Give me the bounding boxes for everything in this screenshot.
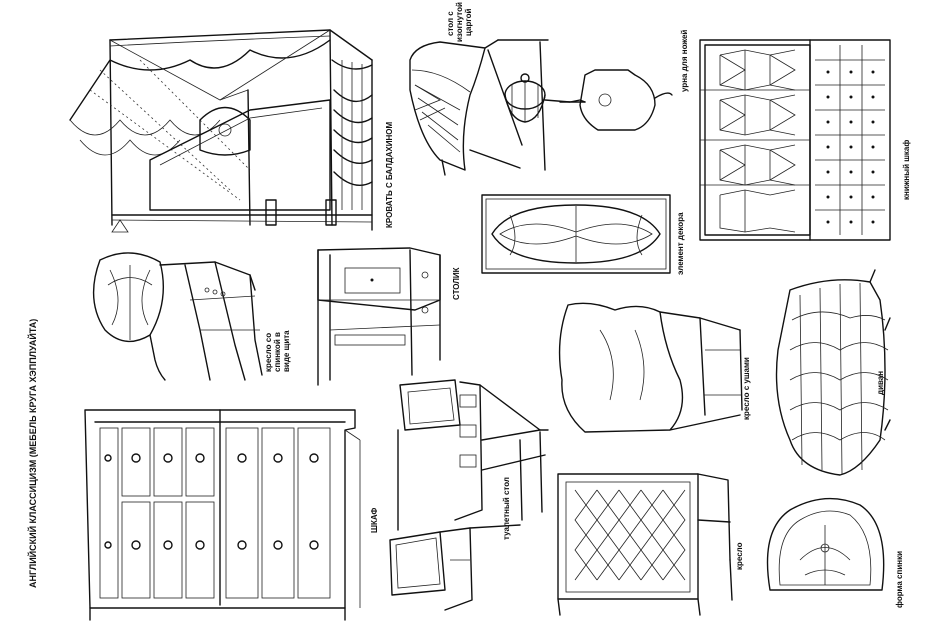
dressing-table-label: туалетный стол — [502, 477, 511, 540]
knife-urn-label: урна для ножей — [680, 29, 689, 92]
decor-element-label: элемент декора — [676, 212, 685, 275]
armchair-label: кресло — [735, 542, 744, 570]
bookcase-drawers — [815, 45, 885, 235]
cabinet-label: ШКАФ — [370, 507, 379, 533]
cabinet-drawers — [99, 427, 331, 599]
small-table-drawing — [317, 247, 441, 386]
back-form-drawing — [766, 497, 885, 591]
bookcase-label: книжный шкаф — [902, 139, 911, 200]
sheet-title: АНГЛИЙСКИЙ КЛАССИЦИЗМ (МЕБЕЛЬ КРУГА ХЭПП… — [28, 318, 38, 588]
decor-element-drawing — [481, 194, 671, 274]
canopy-bed-label: КРОВАТЬ С БАЛДАХИНОМ — [385, 121, 394, 228]
dressing-table-drawing — [389, 379, 549, 611]
armchair-drawing — [557, 473, 733, 616]
shield-chair-label-2: спинкой в — [273, 332, 282, 372]
bookcase-glazing — [719, 49, 796, 233]
curved-table-label-1: стол с — [446, 11, 455, 36]
curved-table-label-2: изогнутой — [455, 2, 464, 42]
sofa-drawing — [775, 269, 891, 476]
small-table-label: СТОЛИК — [452, 267, 461, 300]
back-form-label: форма спинки — [895, 551, 904, 608]
cabinet-knobs — [104, 453, 319, 550]
curved-table-label-3: царгой — [464, 8, 473, 36]
wing-chair-label: кресло с ушами — [742, 357, 751, 420]
curved-apron-table-drawing — [409, 39, 549, 176]
sofa-label: диван — [876, 370, 885, 395]
canopy-bed-drawing — [69, 29, 373, 233]
wing-chair-drawing — [558, 302, 743, 433]
shield-chair-label-3: виде щита — [282, 330, 291, 372]
cabinet-drawing — [84, 409, 361, 621]
knife-urn-drawing — [504, 69, 673, 131]
armchair-lattice — [574, 489, 686, 581]
shield-chair-label-1: кресло со — [264, 332, 273, 372]
shield-back-chair-drawing — [92, 252, 263, 381]
bookcase-drawing — [699, 39, 891, 241]
